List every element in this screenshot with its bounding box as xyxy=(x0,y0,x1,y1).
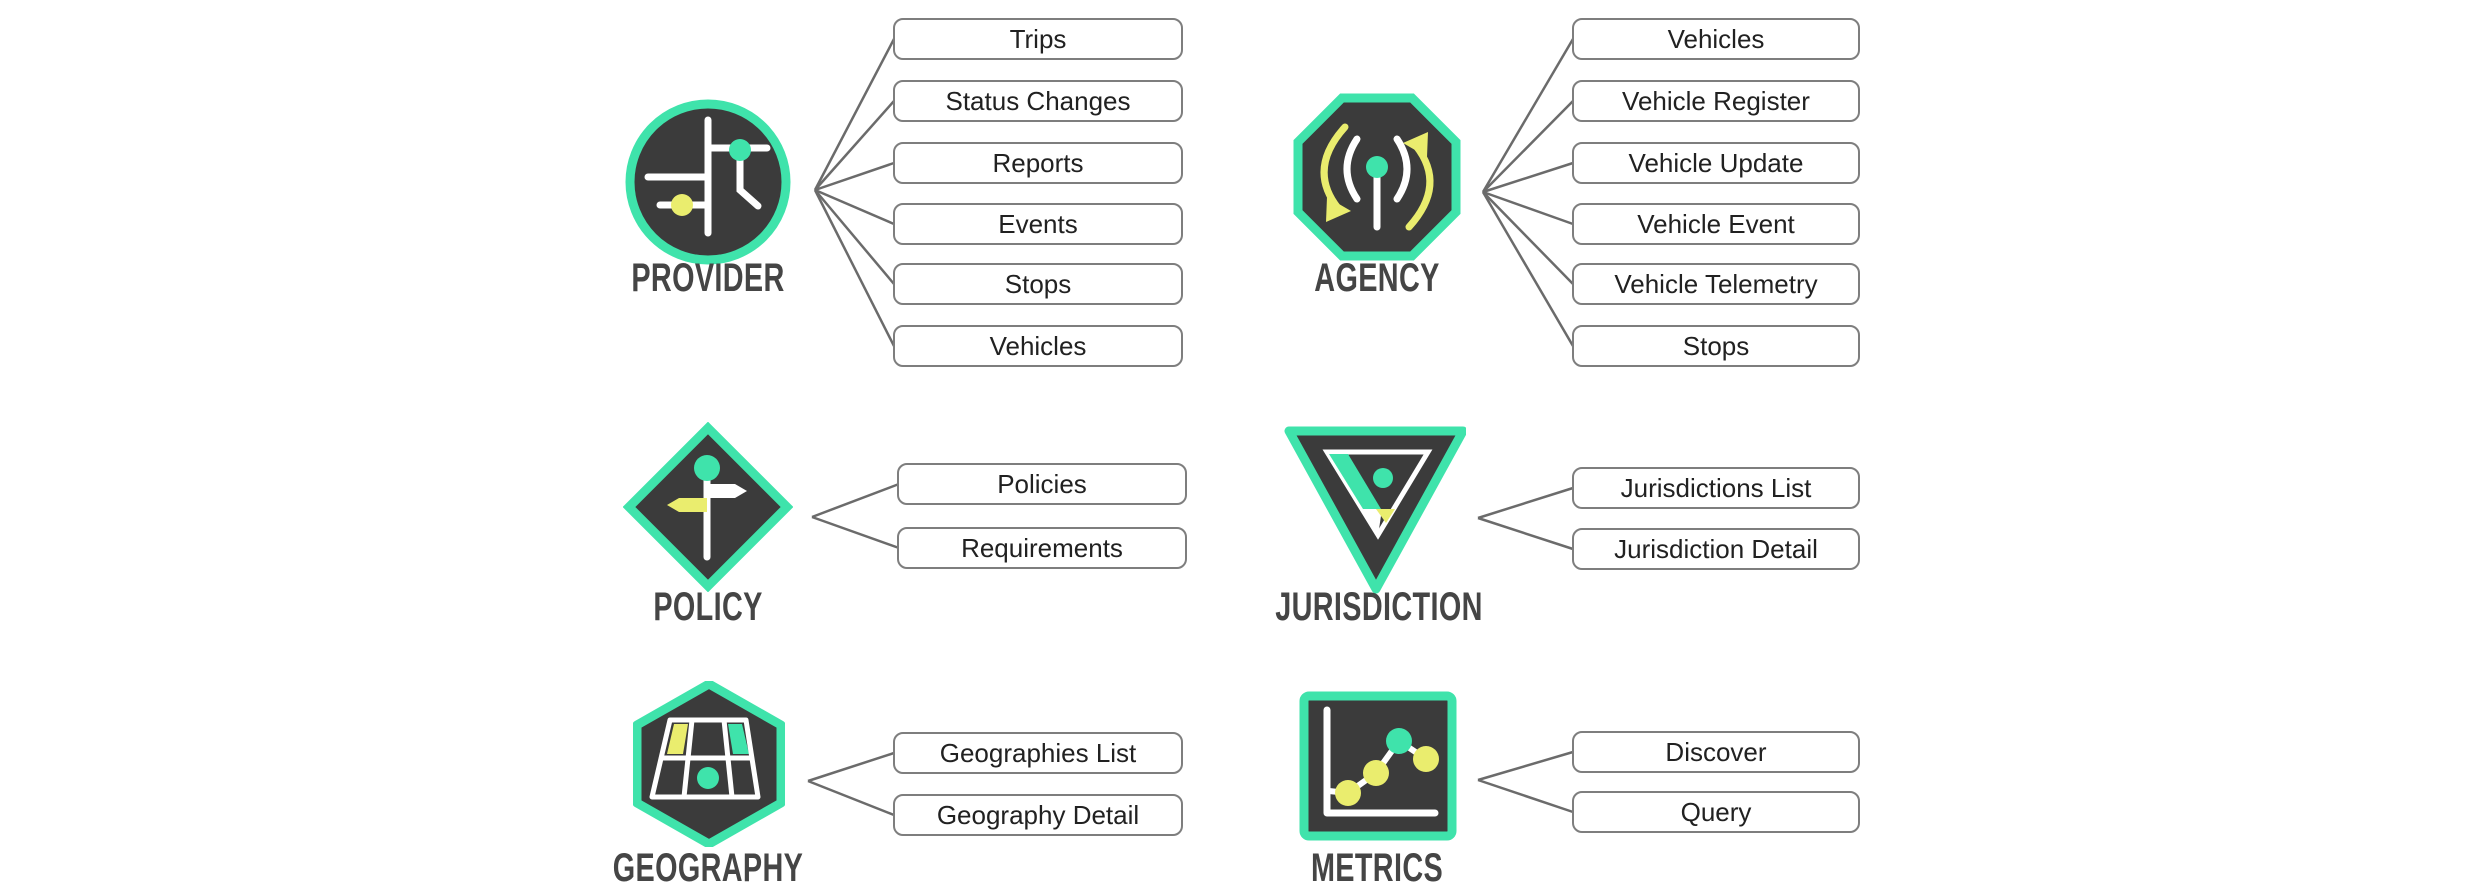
metrics-endpoint-discover: Discover xyxy=(1572,731,1860,773)
inner-triangle-art xyxy=(1322,449,1433,540)
yellow-node-dot xyxy=(671,194,693,216)
agency-endpoint-vehicles: Vehicles xyxy=(1572,18,1860,60)
agency-icon xyxy=(1293,93,1461,261)
jurisdiction-endpoint-list: Jurisdictions List xyxy=(1572,467,1860,509)
geography-label: GEOGRAPHY xyxy=(612,846,804,890)
policy-endpoint-policies: Policies xyxy=(897,463,1187,505)
agency-endpoint-vehicle-telemetry: Vehicle Telemetry xyxy=(1572,263,1860,305)
provider-endpoint-vehicles: Vehicles xyxy=(893,325,1183,367)
provider-endpoint-events: Events xyxy=(893,203,1183,245)
antenna xyxy=(1343,135,1411,231)
policy-label: POLICY xyxy=(653,585,763,629)
sync-arrows xyxy=(1320,123,1434,231)
geography-icon xyxy=(632,679,786,849)
geography-endpoint-detail: Geography Detail xyxy=(893,794,1183,836)
jurisdiction-icon xyxy=(1280,422,1468,594)
provider-label: PROVIDER xyxy=(631,256,785,300)
agency-endpoint-vehicle-update: Vehicle Update xyxy=(1572,142,1860,184)
teal-node-dot xyxy=(729,139,751,161)
agency-endpoint-vehicle-event: Vehicle Event xyxy=(1572,203,1860,245)
agency-endpoint-vehicle-register: Vehicle Register xyxy=(1572,80,1860,122)
metrics-icon xyxy=(1299,691,1457,841)
policy-icon xyxy=(622,421,794,593)
agency-endpoint-stops: Stops xyxy=(1572,325,1860,367)
antenna-dot xyxy=(1366,156,1388,178)
provider-icon xyxy=(625,99,791,265)
geography-endpoint-list: Geographies List xyxy=(893,732,1183,774)
signpost xyxy=(667,455,747,561)
jurisdiction-endpoint-detail: Jurisdiction Detail xyxy=(1572,528,1860,570)
provider-endpoint-status-changes: Status Changes xyxy=(893,80,1183,122)
provider-endpoint-reports: Reports xyxy=(893,142,1183,184)
policy-endpoint-requirements: Requirements xyxy=(897,527,1187,569)
map-grid xyxy=(649,717,761,800)
metrics-endpoint-query: Query xyxy=(1572,791,1860,833)
jurisdiction-label: JURISDICTION xyxy=(1275,585,1483,629)
provider-endpoint-trips: Trips xyxy=(893,18,1183,60)
line-chart xyxy=(1323,706,1439,817)
agency-label: AGENCY xyxy=(1314,256,1440,300)
metrics-label: METRICS xyxy=(1310,846,1444,890)
provider-endpoint-stops: Stops xyxy=(893,263,1183,305)
